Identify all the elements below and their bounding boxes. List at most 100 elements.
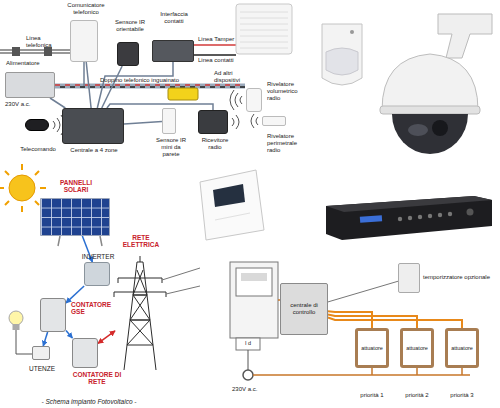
node-label: attuatore bbox=[448, 345, 476, 351]
priority-label: priorità 3 bbox=[442, 392, 482, 399]
alarm-panel bbox=[200, 170, 264, 240]
dome-camera bbox=[408, 124, 428, 136]
radio-waves bbox=[232, 115, 239, 129]
connector bbox=[97, 62, 173, 108]
mini-ir-sensor: Sensore IR mini da parete bbox=[162, 108, 176, 134]
distribution-box: UTENZE bbox=[32, 346, 50, 360]
connector bbox=[66, 286, 84, 303]
node-label: temporizzatore opzionale bbox=[423, 274, 499, 281]
dome-camera bbox=[382, 54, 478, 110]
node-label: Centrale a 4 zone bbox=[63, 147, 125, 154]
control-panel: Centrale a 4 zone bbox=[62, 108, 124, 144]
connector bbox=[102, 66, 122, 108]
pir-sensor bbox=[322, 24, 362, 85]
telephone-cable bbox=[55, 62, 245, 87]
radio-detector: Rivelatore volumetrico radio bbox=[246, 88, 262, 112]
connector bbox=[98, 331, 115, 344]
connector bbox=[124, 121, 162, 124]
connector bbox=[328, 314, 417, 328]
connector bbox=[328, 318, 462, 328]
node-label: Sensore IR orientabile bbox=[108, 19, 152, 33]
wire-label: Linea Tamper bbox=[198, 36, 238, 43]
node-label: Telecomando bbox=[16, 146, 60, 153]
supply-label: 230V a.c. bbox=[232, 386, 272, 393]
grid-meter: CONTATORE DI RETE bbox=[72, 338, 98, 368]
alarm-panel bbox=[215, 213, 250, 220]
tamper-wires bbox=[194, 44, 236, 46]
pylon bbox=[114, 278, 166, 297]
node-label: centrale di controllo bbox=[283, 302, 325, 316]
light-bulb bbox=[9, 311, 32, 354]
terminal-label: I d bbox=[236, 340, 260, 346]
tamper-wires bbox=[194, 54, 236, 56]
light-bulb bbox=[13, 324, 20, 330]
actuator: attuatore bbox=[355, 328, 389, 368]
priority-label: priorità 2 bbox=[397, 392, 437, 399]
power-supply: Alimentatore bbox=[5, 72, 55, 98]
dvr-recorder bbox=[326, 196, 492, 212]
remote-control: Telecomando bbox=[25, 119, 49, 131]
phone-line bbox=[44, 47, 52, 56]
dvr-recorder bbox=[326, 196, 492, 240]
pir-sensor bbox=[322, 24, 362, 85]
meter: CONTATORE GSE bbox=[40, 298, 66, 332]
dome-camera bbox=[438, 14, 492, 58]
ir-sensor: Sensore IR orientabile bbox=[117, 42, 139, 66]
pylon bbox=[114, 256, 166, 292]
supply-label: 230V a.c. bbox=[5, 101, 45, 108]
tamper-wires bbox=[194, 45, 236, 55]
phone-line bbox=[12, 47, 20, 56]
node-label: INVERTER bbox=[73, 253, 123, 260]
junction-box bbox=[168, 88, 198, 100]
wire-label: Ad altri dispositivi bbox=[214, 70, 246, 84]
telephone-cable bbox=[60, 86, 245, 87]
node-label: CONTATORE GSE bbox=[71, 301, 117, 316]
panel-stand bbox=[58, 236, 102, 246]
node-label: attuatore bbox=[403, 345, 431, 351]
main-panel bbox=[241, 273, 267, 281]
node-label: PANNELLI SOLARI bbox=[51, 179, 101, 194]
node-label: CONTATORE DI RETE bbox=[67, 371, 127, 386]
alarm-panel bbox=[200, 170, 264, 240]
supply-wires bbox=[253, 368, 470, 375]
timer: temporizzatore opzionale bbox=[398, 263, 420, 293]
light-bulb bbox=[16, 330, 32, 354]
main-panel bbox=[248, 350, 249, 370]
dome-camera bbox=[432, 120, 448, 136]
wire-label: Doppino telefonico inguainato bbox=[100, 77, 200, 84]
dvr-recorder bbox=[428, 214, 432, 218]
main-panel bbox=[236, 268, 272, 296]
dome-camera bbox=[380, 106, 480, 114]
radio-waves bbox=[230, 90, 242, 110]
phone-line bbox=[0, 47, 70, 56]
alarm-panel bbox=[213, 184, 245, 207]
node-label: RETE ELETTRICA bbox=[116, 234, 166, 249]
radio-waves bbox=[251, 114, 258, 128]
node-label: Rivelatore volumetrico radio bbox=[267, 81, 311, 102]
wire-label: Linea contatti bbox=[198, 57, 238, 64]
main-panel bbox=[236, 338, 260, 350]
connector bbox=[66, 330, 72, 338]
controller: centrale di controllo bbox=[280, 283, 328, 335]
caption-label: - Schema impianto Fotovoltaico - bbox=[14, 398, 164, 405]
solar-panel: PANNELLI SOLARI bbox=[40, 198, 110, 236]
node-label: Interfaccia contatti bbox=[151, 11, 197, 25]
dvr-recorder bbox=[438, 213, 442, 217]
siren bbox=[236, 4, 292, 54]
node-label: Alimentatore bbox=[6, 60, 56, 67]
power-pylon: RETE ELETTRICA bbox=[115, 255, 165, 370]
node-label: attuatore bbox=[358, 345, 386, 351]
node-label: Comunicatore telefonico bbox=[63, 2, 109, 16]
main-panel bbox=[243, 370, 253, 380]
pir-sensor bbox=[326, 48, 358, 75]
pylon bbox=[114, 256, 200, 370]
inverter-box: INVERTER bbox=[84, 262, 110, 286]
wire-label: Linea telefonica bbox=[26, 35, 68, 49]
connector bbox=[50, 98, 65, 108]
main-panel bbox=[230, 262, 278, 338]
connector bbox=[43, 332, 47, 346]
junction-box bbox=[168, 88, 198, 100]
dvr-recorder bbox=[398, 217, 402, 221]
